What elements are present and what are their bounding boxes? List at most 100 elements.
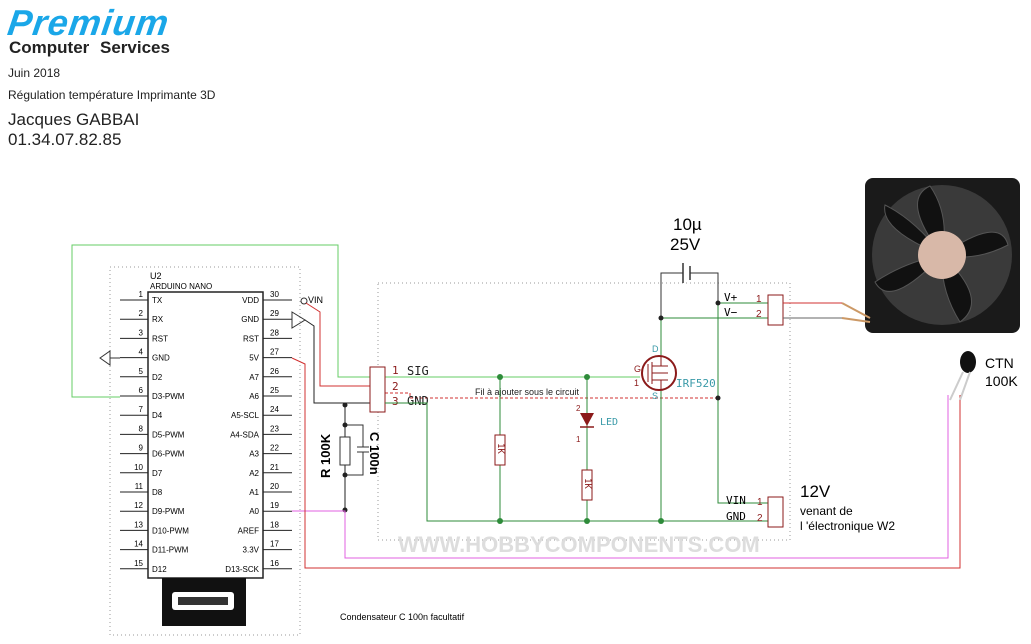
- pin-number: 1: [634, 378, 639, 388]
- pin-number: 7: [139, 405, 144, 414]
- pin-name: A3: [249, 450, 259, 459]
- pin-name: D8: [152, 488, 163, 497]
- pin-name: D4: [152, 411, 163, 420]
- ctn-label: CTN: [985, 355, 1014, 371]
- added-wire-note: Fil à ajouter sous le circuit: [475, 387, 580, 397]
- gate-label: G: [634, 364, 641, 374]
- resistor-1k-pulldown: [494, 434, 506, 466]
- pin-number: 11: [135, 482, 144, 491]
- pin-number: 9: [139, 444, 144, 453]
- pin-name: D7: [152, 469, 163, 478]
- added-wire-dashed: [385, 392, 718, 399]
- led-icon: [580, 413, 594, 426]
- pin-name: D12: [152, 565, 167, 574]
- thermistor-wire-a0: [292, 395, 949, 559]
- signal-connector: [369, 366, 386, 413]
- arduino-frame: [109, 266, 301, 636]
- pin-number: 3: [392, 395, 399, 408]
- resistor-100k: [339, 436, 351, 466]
- pin-number: 16: [270, 559, 279, 568]
- board-frame: [377, 282, 791, 541]
- pin-name: A2: [249, 469, 259, 478]
- pin-number: 2: [757, 513, 763, 524]
- resistor-1k-led: [581, 469, 593, 501]
- ground-symbol-icon: [99, 350, 120, 366]
- watermark: WWW.HOBBYCOMPONENTS.COM: [398, 532, 760, 557]
- pin-number: 1: [392, 364, 399, 377]
- c100n-label: C 100n: [367, 432, 382, 475]
- resistor-label: 1K: [495, 443, 505, 454]
- fan-connector: [767, 294, 784, 326]
- pin-name: A1: [249, 488, 259, 497]
- pin-number: 14: [134, 540, 143, 549]
- led-label: LED: [600, 417, 618, 428]
- pin-name: GND: [152, 354, 170, 363]
- thermistor-ctn: [949, 351, 976, 401]
- pin-name: D13-SCK: [225, 565, 259, 574]
- pin-number: 17: [270, 540, 279, 549]
- arduino-name: ARDUINO NANO: [150, 282, 212, 291]
- pin-number: 26: [270, 367, 279, 376]
- pin-name: D10-PWM: [152, 526, 189, 535]
- sig-label: SIG: [407, 364, 429, 378]
- pin-name: RX: [152, 315, 164, 324]
- capacitor-note: Condensateur C 100n facultatif: [340, 612, 465, 622]
- pin-number: 5: [139, 367, 144, 376]
- pin-name: VDD: [242, 296, 259, 305]
- pin-number: 29: [270, 309, 279, 318]
- pin-number: 20: [270, 482, 279, 491]
- mosfet-symbol: [647, 356, 668, 390]
- pin-number: 12: [134, 501, 143, 510]
- gnd-label: GND: [407, 394, 429, 408]
- pin-number: 1: [576, 435, 581, 444]
- pin-number: 30: [270, 290, 279, 299]
- arduino-nano: U2 ARDUINO NANO 1TX2RX3RST4GND5D26D3-PWM…: [99, 271, 323, 626]
- capacitor-100n: [345, 424, 369, 476]
- pin-name: GND: [241, 315, 259, 324]
- pin-name: A5-SCL: [231, 411, 260, 420]
- pin-number: 2: [576, 404, 581, 413]
- vminus-label: V−: [724, 306, 738, 319]
- pin-number: 22: [270, 444, 279, 453]
- gnd-conn-label: GND: [726, 510, 746, 523]
- vin-wire: [305, 302, 385, 387]
- pin-number: 21: [270, 463, 279, 472]
- pin-name: D3-PWM: [152, 392, 185, 401]
- drain-net: [660, 317, 770, 356]
- thermistor-wire-5v: [291, 357, 961, 569]
- pin-number: 10: [134, 463, 143, 472]
- vin-label: VIN: [308, 295, 323, 305]
- pin-number: 2: [756, 309, 762, 320]
- pin-name: A6: [249, 392, 259, 401]
- drain-label: D: [652, 344, 659, 354]
- vplus-net: [717, 302, 770, 504]
- capacitor-10u: [682, 263, 691, 283]
- capacitor-wire: [660, 272, 719, 318]
- source-label: S: [652, 391, 658, 401]
- pin-name: D5-PWM: [152, 430, 185, 439]
- ground-net: [385, 402, 770, 522]
- pin-name: A7: [249, 373, 259, 382]
- pin-name: A0: [249, 507, 259, 516]
- company-name: Computer Services: [9, 38, 170, 57]
- power-connector: [767, 496, 784, 528]
- pin-number: 1: [757, 497, 763, 508]
- pin-name: RST: [152, 334, 168, 343]
- pin-number: 4: [139, 348, 144, 357]
- date: Juin 2018: [8, 66, 61, 80]
- cap-voltage: 25V: [670, 235, 701, 254]
- vin-conn-label: VIN: [726, 494, 746, 507]
- pin-number: 1: [756, 294, 762, 305]
- cap-value: 10µ: [673, 215, 702, 234]
- pin-name: D9-PWM: [152, 507, 185, 516]
- pin-number: 13: [134, 520, 143, 529]
- pin-name: RST: [243, 334, 259, 343]
- mosfet-icon: [641, 355, 677, 391]
- pin-number: 23: [270, 424, 279, 433]
- pin-name: 5V: [249, 354, 259, 363]
- vin-pin: [300, 297, 308, 305]
- pin-name: D11-PWM: [152, 546, 189, 555]
- pin-name: AREF: [238, 526, 259, 535]
- mosfet-irf520: G 1 D S IRF520: [634, 344, 716, 401]
